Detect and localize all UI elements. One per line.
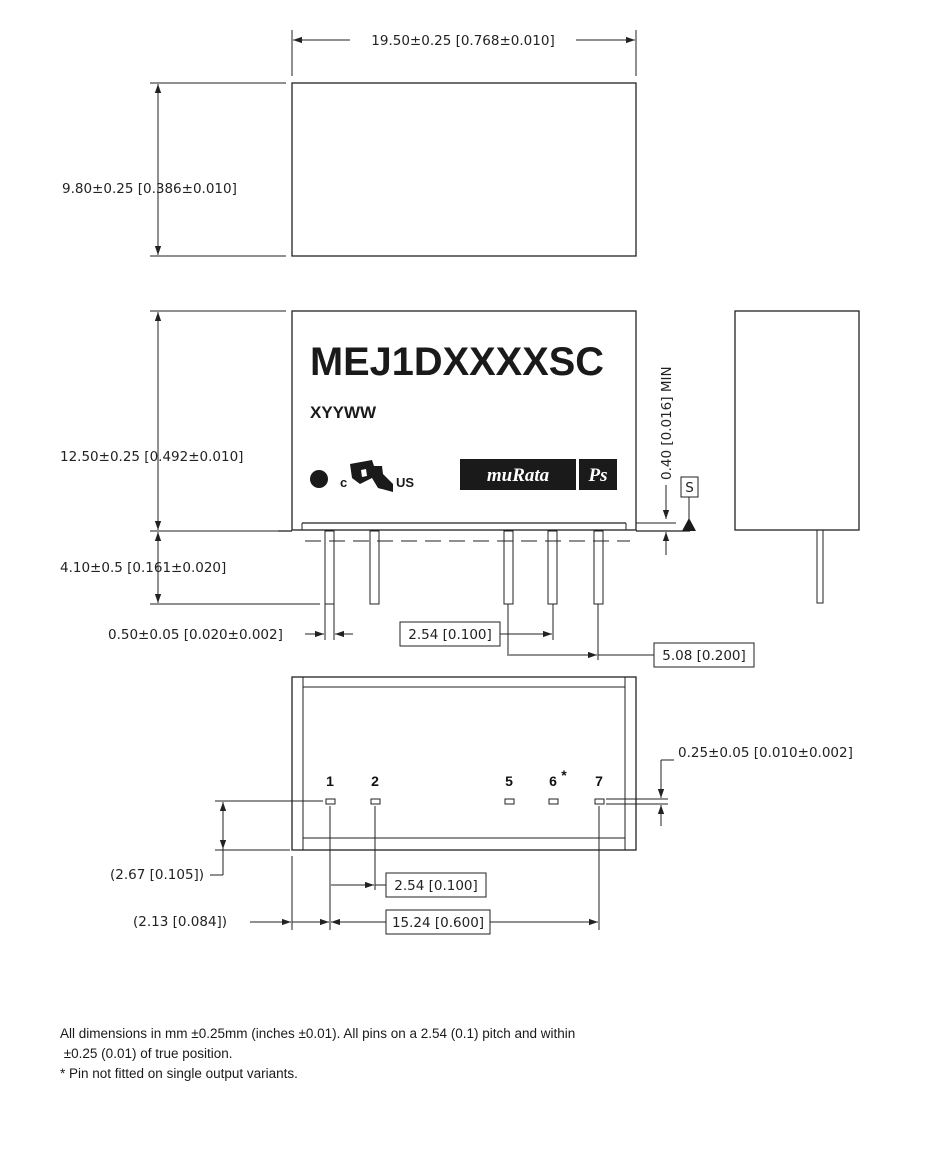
pitch-double-box xyxy=(653,642,755,668)
front-view-outline xyxy=(291,310,637,531)
pin-thickness-dimension-label: 0.25±0.05 [0.010±0.002] xyxy=(678,745,853,761)
width-dimension-label: 19.50±0.25 [0.768±0.010] xyxy=(371,33,554,49)
pitch-bottom-box xyxy=(385,872,487,898)
pin1-indicator-dot xyxy=(310,470,328,488)
bottom-view-outline xyxy=(291,676,637,851)
pin-span-dimension-label: 15.24 [0.600] xyxy=(392,915,484,931)
pin-number-5: 5 xyxy=(505,773,513,789)
pin-7 xyxy=(593,530,604,605)
side-view xyxy=(734,310,860,604)
pin-6 xyxy=(547,530,558,605)
date-code-marking: XYYWW xyxy=(310,403,377,422)
top-view: 19.50±0.25 [0.768±0.010] 9.80±0.25 [0.38… xyxy=(62,30,637,257)
pin-footprint-5 xyxy=(504,798,515,805)
pin-footprint-7 xyxy=(594,798,605,805)
pin-length-dimension-label: 4.10±0.5 [0.161±0.020] xyxy=(60,560,226,576)
cert-c-marking: c xyxy=(340,475,347,490)
pitch-double-dimension-label: 5.08 [0.200] xyxy=(662,648,746,664)
note-line-3: * Pin not fitted on single output varian… xyxy=(60,1066,298,1081)
model-number-marking: MEJ1DXXXXSC xyxy=(310,340,604,384)
pin-width-dimension-label: 0.50±0.05 [0.020±0.002] xyxy=(108,627,283,643)
top-view-outline xyxy=(291,82,637,257)
ps-logo-text: Ps xyxy=(588,465,608,486)
pin-footprint-2 xyxy=(370,798,381,805)
pin-2 xyxy=(369,530,380,605)
side-view-outline xyxy=(734,310,860,531)
drawing-notes: All dimensions in mm ±0.25mm (inches ±0.… xyxy=(60,1024,760,1084)
depth-dimension-label: 9.80±0.25 [0.386±0.010] xyxy=(62,181,237,197)
edge-offset-dimension-label: (2.13 [0.084]) xyxy=(133,914,227,930)
standoff-dimension-label: 0.40 [0.016] MIN xyxy=(659,366,675,480)
pin-number-7: 7 xyxy=(595,773,603,789)
cert-us-marking: US xyxy=(396,475,414,490)
pin-footprint-6 xyxy=(548,798,559,805)
pin-number-1: 1 xyxy=(326,773,334,789)
pitch-bottom-dimension-label: 2.54 [0.100] xyxy=(394,878,478,894)
murata-logo: muRata Ps xyxy=(460,459,617,490)
pin-5 xyxy=(503,530,514,605)
pin-number-6: 6 xyxy=(549,773,557,789)
murata-logo-text: muRata xyxy=(487,465,550,486)
ul-recognized-icon xyxy=(350,460,393,492)
seating-plane-datum-label: S xyxy=(685,480,694,496)
height-dimension-label: 12.50±0.25 [0.492±0.010] xyxy=(60,449,243,465)
side-view-pin xyxy=(816,529,824,604)
front-view: MEJ1DXXXXSC XYYWW c US muRata Ps 12.50±0… xyxy=(60,310,755,668)
pitch-side-dimension-label: 2.54 [0.100] xyxy=(408,627,492,643)
bottom-view: 1 2 5 6 * 7 0.25±0.05 [0.010±0.002] (2.6… xyxy=(110,676,853,935)
pin-1 xyxy=(324,530,335,605)
pin-6-footnote-mark: * xyxy=(561,767,567,783)
note-line-2: ±0.25 (0.01) of true position. xyxy=(60,1046,233,1061)
pin-number-2: 2 xyxy=(371,773,379,789)
pitch-side-box xyxy=(399,621,501,647)
pin-footprint-1 xyxy=(325,798,336,805)
datum-triangle xyxy=(682,518,696,531)
pin-row-offset-dimension-label: (2.67 [0.105]) xyxy=(110,867,204,883)
note-line-1: All dimensions in mm ±0.25mm (inches ±0.… xyxy=(60,1026,576,1041)
